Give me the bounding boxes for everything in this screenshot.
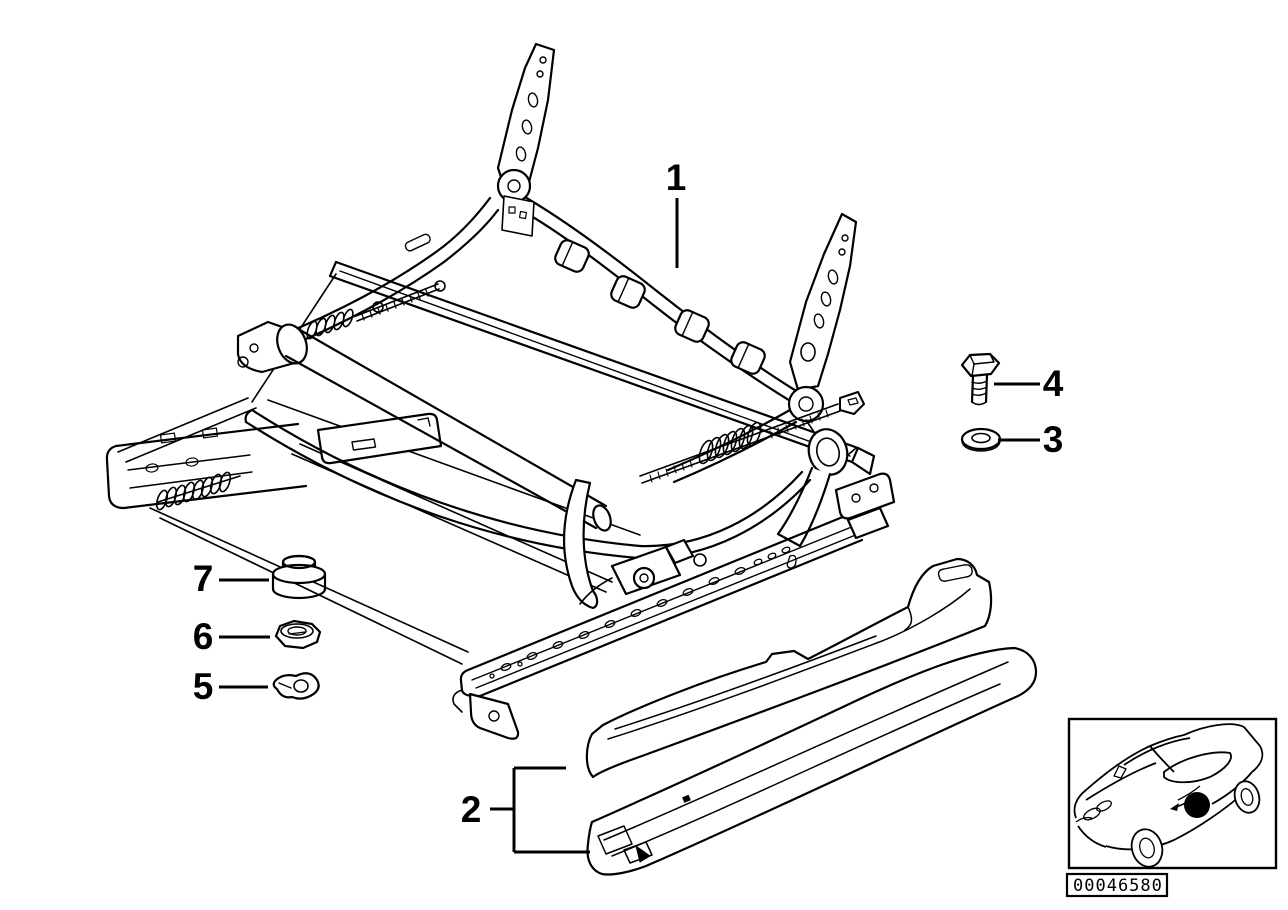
bolt-illustration bbox=[960, 352, 1001, 406]
part-code-label: 00046580 bbox=[1073, 876, 1163, 896]
drive-spindle bbox=[639, 391, 865, 484]
torque-tube bbox=[236, 320, 612, 532]
nut-illustration bbox=[274, 619, 322, 650]
rail-coil-spring bbox=[155, 471, 241, 511]
inset-border bbox=[1067, 717, 1278, 870]
right-backrest-bracket bbox=[666, 212, 858, 548]
callout-6-label: 6 bbox=[193, 616, 214, 657]
cap-illustration bbox=[271, 554, 327, 600]
callout-2-leader bbox=[490, 766, 590, 854]
bottom-seat-rail bbox=[452, 472, 896, 740]
rail-hole-row bbox=[489, 546, 791, 679]
part-code-border bbox=[1065, 872, 1169, 898]
left-floor-rail bbox=[105, 422, 308, 511]
left-backrest-bracket bbox=[496, 42, 556, 237]
seat-mechanism-cluster bbox=[579, 538, 707, 605]
callout-4-label: 4 bbox=[1043, 363, 1064, 404]
belt-guide-clips bbox=[554, 239, 766, 375]
rail-cover-lower bbox=[586, 646, 1038, 876]
callout-5-label: 5 bbox=[193, 666, 214, 707]
belt-anchor-band bbox=[563, 478, 599, 610]
washer-illustration bbox=[960, 427, 1002, 452]
callout-3-label: 3 bbox=[1043, 419, 1064, 460]
location-arrow-icon bbox=[1170, 802, 1187, 811]
callout-2-label: 2 bbox=[461, 789, 482, 830]
callouts: 1 2 3 4 5 6 7 bbox=[193, 157, 1064, 854]
left-drive-rod bbox=[306, 280, 446, 340]
clip-illustration bbox=[272, 672, 320, 700]
seat-location-marker-dot bbox=[1184, 792, 1210, 818]
part-code-box: 00046580 bbox=[1065, 872, 1169, 898]
callout-leader-lines bbox=[219, 198, 1040, 854]
seat-frame-assembly-drawing bbox=[105, 42, 1038, 876]
callout-7-label: 7 bbox=[193, 558, 214, 599]
car-location-inset bbox=[1067, 717, 1278, 870]
rail-cover-upper bbox=[585, 557, 993, 779]
callout-1-label: 1 bbox=[666, 157, 687, 198]
car-thumbnail-icon bbox=[1073, 723, 1264, 868]
